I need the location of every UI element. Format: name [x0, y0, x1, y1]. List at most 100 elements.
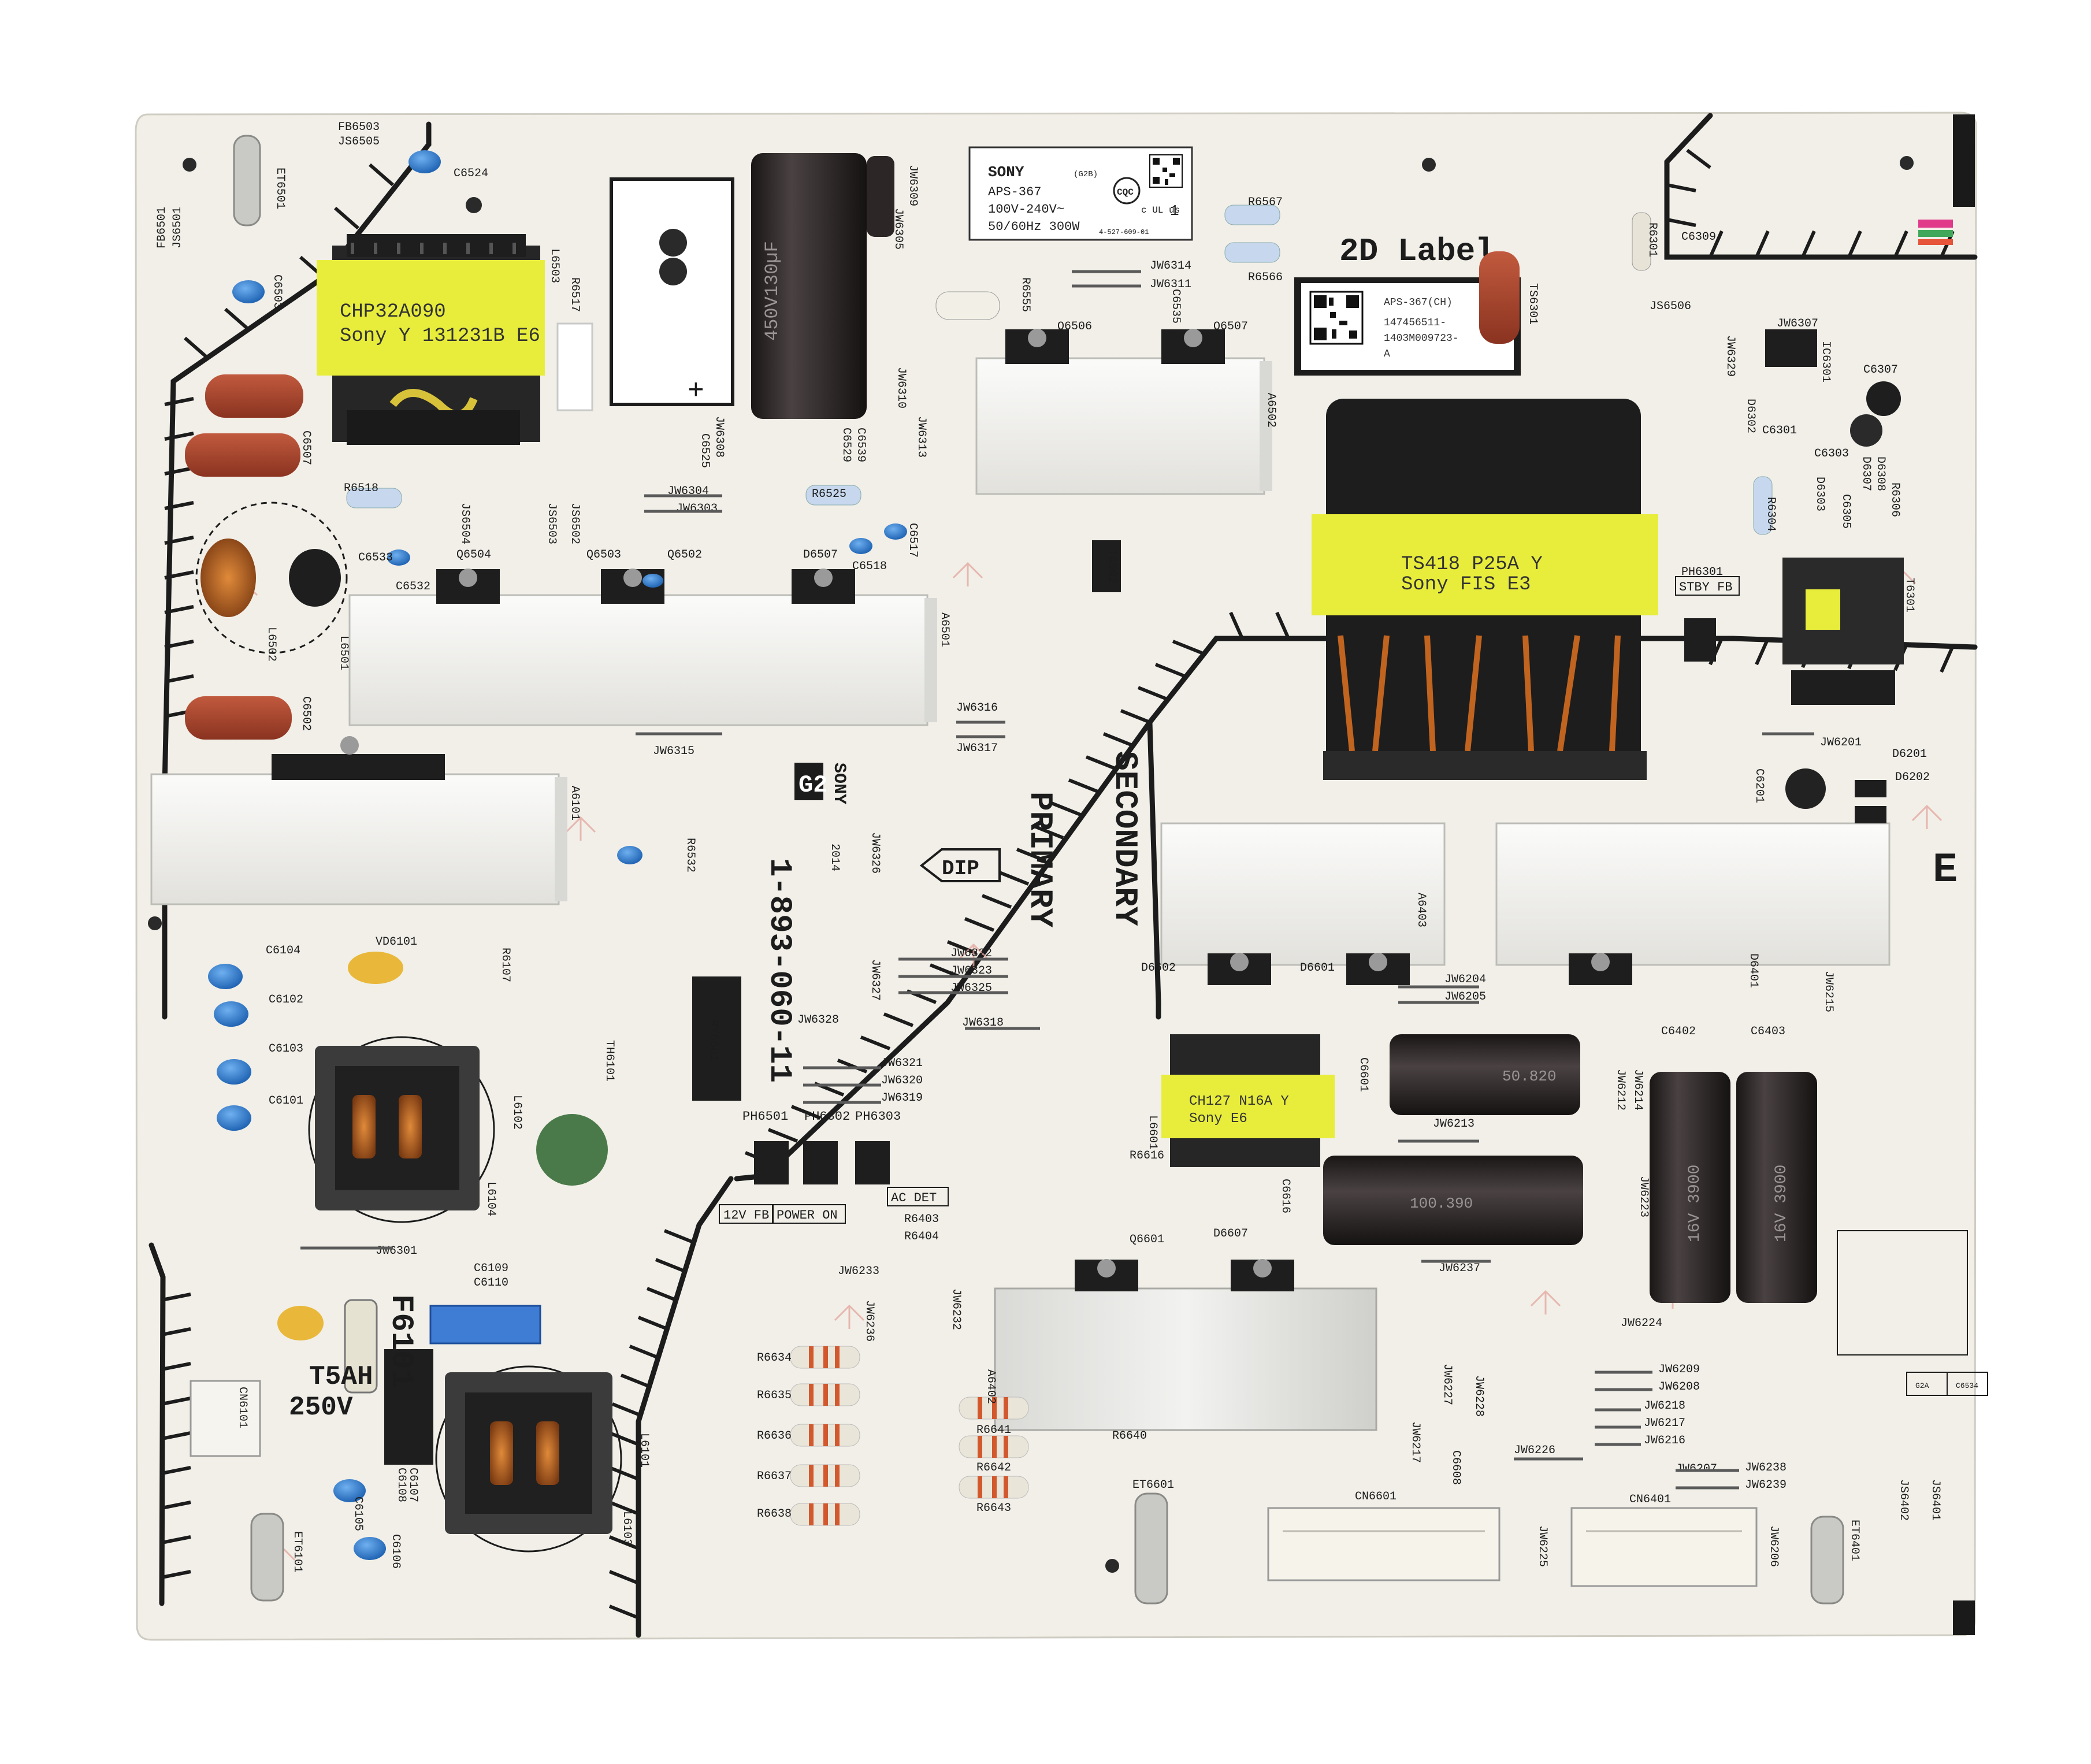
silk-label: JW6214: [1631, 1069, 1644, 1111]
silk-label: L6101: [637, 1433, 651, 1468]
silk-label: C6109: [474, 1262, 508, 1275]
silk-label: CH127 N16A Y: [1189, 1094, 1289, 1109]
silk-label: CN6101: [236, 1387, 249, 1428]
silk-label: JW6319: [881, 1091, 923, 1105]
silk-label: CHP32A090: [340, 301, 446, 323]
silk-label: IC6301: [1819, 341, 1832, 382]
silk-label: JW6308: [712, 416, 726, 458]
varistor-vd6101: [348, 952, 403, 984]
silk-label: A6403: [1414, 893, 1428, 927]
silk-label: D6202: [1895, 771, 1930, 784]
silk-label: 100V-240V~: [988, 202, 1064, 217]
common-mode-choke-bottom: [435, 1365, 622, 1553]
silk-label: AC DET: [891, 1191, 937, 1205]
silk-label: JW6223: [1637, 1176, 1650, 1217]
silk-label: Sony E6: [1189, 1111, 1247, 1127]
edge-letter: E: [1933, 846, 1958, 894]
silk-label: CN6401: [1629, 1493, 1671, 1506]
silk-label: JW6209: [1658, 1363, 1700, 1376]
silk-label: C6616: [1279, 1179, 1292, 1213]
pcb-part-number: 1-893-060-11: [762, 858, 797, 1083]
secondary-transformer: CH127 N16A Y Sony E6: [1161, 1034, 1335, 1167]
silk-label: JW6217: [1409, 1421, 1422, 1463]
silk-label: C6529: [840, 428, 853, 462]
silk-label: JW6212: [1614, 1069, 1627, 1111]
heatsink-a6101: [150, 773, 560, 905]
bulk-electrolytic-capacitor: 450V130µF: [751, 153, 894, 419]
connector-cn6601: [1267, 1507, 1501, 1581]
silk-label: C6301: [1762, 424, 1797, 437]
silk-label: C6539: [854, 428, 867, 462]
optocouplers: [754, 618, 1716, 1184]
sticker-qr-code: [1149, 154, 1183, 188]
silk-label: R6403: [904, 1213, 939, 1226]
silk-label: FB6501: [155, 207, 169, 248]
silk-label: JW6237: [1439, 1262, 1480, 1275]
silk-label: JW6313: [915, 416, 928, 458]
silk-label: C6107: [406, 1468, 419, 1502]
silk-label: JW6309: [906, 165, 919, 206]
silk-label: JW6320: [881, 1074, 923, 1087]
silk-label: TS418 P25A Y: [1401, 554, 1543, 575]
refs-center: JW6305 JW6309 JW6310 JW6313 JW6308 C6525…: [667, 165, 1555, 1521]
silk-label: SONY: [829, 763, 849, 804]
silk-label: F6101: [383, 1294, 418, 1388]
film-capacitors: [185, 251, 1520, 740]
pin-table: G2A C6534: [1837, 1230, 1988, 1396]
common-mode-choke-top: [308, 1036, 495, 1223]
fuse-f6101: F6101 T5AH 250V: [289, 1294, 433, 1465]
silk-label: L6103: [620, 1511, 633, 1546]
silk-label: D6308: [1874, 456, 1887, 491]
silk-label: A: [1384, 348, 1390, 360]
silk-label: CQC: [1117, 187, 1134, 198]
thermistor-th6101: [536, 1114, 608, 1186]
silk-label: R6517: [568, 277, 581, 312]
silk-label: 16V 3900: [1686, 1165, 1704, 1242]
silk-label: JW6303: [676, 502, 718, 515]
silk-label: 12V FB: [723, 1208, 769, 1223]
silk-label: A6402: [984, 1369, 997, 1404]
silk-label: TH6101: [603, 1040, 616, 1082]
sticker-brand: SONY: [988, 164, 1024, 181]
silk-label: JW6322: [950, 947, 992, 960]
silk-label: JW6217: [1644, 1417, 1685, 1430]
silk-label: C6507: [299, 430, 313, 465]
heatsink-a6402-right: [1495, 822, 1891, 966]
silk-label: C6524: [454, 167, 488, 180]
toroid-inductor: [195, 502, 348, 654]
silk-label: PH6301: [1681, 566, 1723, 579]
silk-label: JS6503: [545, 503, 558, 544]
x-capacitor: [429, 1305, 541, 1345]
heatsink-a6402: [994, 1287, 1377, 1431]
silk-label: R6636: [757, 1429, 792, 1443]
silk-label: C6201: [1752, 768, 1766, 803]
silk-label: JW6307: [1777, 317, 1818, 330]
silk-label: 50.820: [1502, 1068, 1557, 1085]
heatsink-a6403: [1160, 822, 1446, 966]
silk-label: T6301: [1903, 578, 1916, 612]
silk-label: C6105: [351, 1496, 365, 1531]
silk-label: 450V130µF: [762, 241, 783, 341]
resistors: [346, 205, 1773, 1526]
silk-label: JW6215: [1822, 971, 1835, 1012]
silk-label: DIP: [942, 857, 979, 881]
connector-white-small: [556, 322, 593, 411]
bulk-capacitor-outline: +: [610, 177, 734, 407]
silk-label: JW6323: [950, 964, 992, 978]
silk-label: PH6501: [742, 1109, 788, 1124]
heatsink-a6501: [348, 594, 928, 726]
silk-label: R6518: [344, 482, 378, 495]
silk-label: STBY FB: [1679, 580, 1732, 595]
silk-label: R6404: [904, 1230, 939, 1243]
silk-label: JW6224: [1621, 1317, 1662, 1330]
silk-label: JW6227: [1440, 1364, 1454, 1405]
silk-label: D6302: [1744, 399, 1757, 433]
silk-label: L6601: [1146, 1115, 1159, 1150]
silk-label: JS6501: [171, 207, 184, 248]
silk-label: R6566: [1248, 271, 1283, 284]
silk-label: C6518: [852, 560, 887, 573]
boxed-labels: 12V FB POWER ON AC DET STBY FB: [719, 576, 1740, 1224]
silk-label: R6634: [757, 1351, 792, 1365]
silk-label: JW6310: [894, 367, 908, 408]
silk-label: VD6101: [376, 935, 417, 949]
